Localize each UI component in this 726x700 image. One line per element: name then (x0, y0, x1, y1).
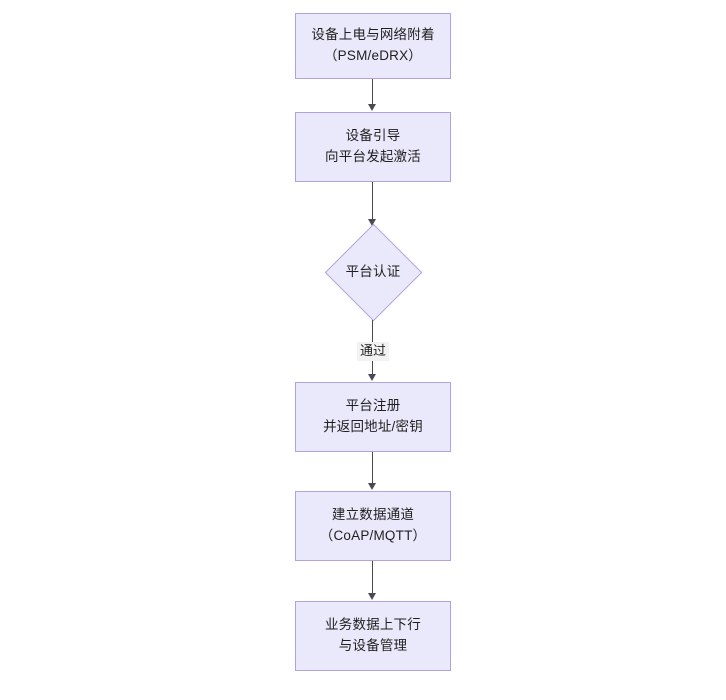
flow-node-platform-auth-decision[interactable]: 平台认证 (324, 223, 422, 321)
flow-node-platform-register[interactable]: 平台注册 并返回地址/密钥 (295, 382, 451, 452)
flow-node-device-bootstrap[interactable]: 设备引导 向平台发起激活 (295, 112, 451, 182)
flow-edge-n1-n2 (372, 79, 373, 105)
flow-arrowhead-n3-n4 (368, 374, 376, 381)
flow-edge-n4-n5 (372, 452, 373, 484)
flow-node-line: 与设备管理 (338, 638, 408, 653)
flow-node-business-data[interactable]: 业务数据上下行 与设备管理 (295, 601, 451, 671)
flow-arrowhead-n1-n2 (368, 104, 376, 111)
flow-arrowhead-n5-n6 (368, 593, 376, 600)
flow-node-line: 平台注册 (345, 398, 401, 414)
flow-node-line: 平台认证 (345, 263, 401, 279)
flow-edge-n2-n3 (372, 182, 373, 220)
flow-arrowhead-n4-n5 (368, 483, 376, 490)
flow-node-line: （CoAP/MQTT） (319, 528, 427, 543)
flow-node-line: 并返回地址/密钥 (323, 419, 423, 434)
flow-node-device-power-on[interactable]: 设备上电与网络附着 （PSM/eDRX） (295, 13, 451, 79)
flow-arrowhead-n2-n3 (368, 219, 376, 226)
flow-node-line: 设备引导 (345, 128, 401, 144)
flow-node-line: 业务数据上下行 (325, 617, 421, 633)
flow-edge-label-pass: 通过 (356, 342, 390, 361)
flow-edge-n5-n6 (372, 561, 373, 594)
flow-node-line: 设备上电与网络附着 (311, 27, 435, 43)
flow-node-line: （PSM/eDRX） (323, 48, 423, 63)
flow-node-line: 建立数据通道 (331, 507, 415, 523)
flow-node-line: 向平台发起激活 (325, 149, 421, 164)
flow-node-data-channel[interactable]: 建立数据通道 （CoAP/MQTT） (295, 491, 451, 561)
